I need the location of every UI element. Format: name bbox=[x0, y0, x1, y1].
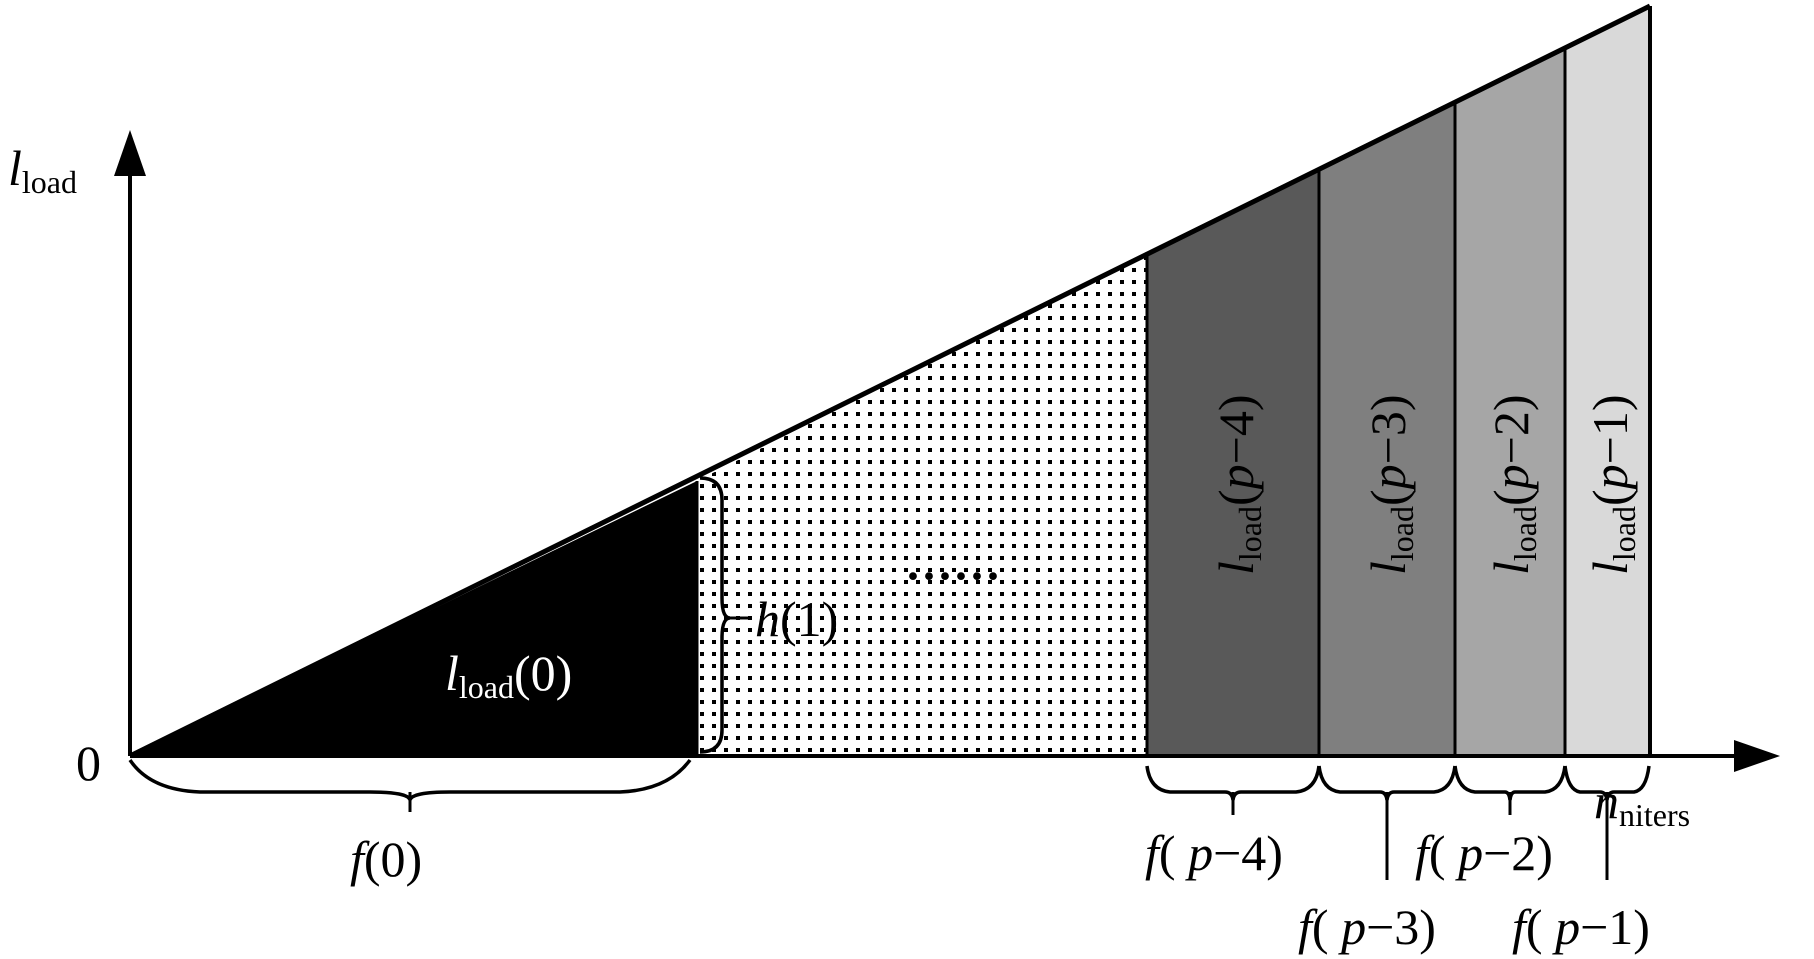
y-axis-label: lload bbox=[8, 140, 77, 200]
label-f0: f(0) bbox=[350, 831, 422, 887]
origin-label: 0 bbox=[76, 735, 101, 791]
label-fp2: f( p−2) bbox=[1415, 825, 1553, 881]
region-load-p2 bbox=[1455, 48, 1565, 756]
x-axis-label: nniters bbox=[1594, 773, 1690, 833]
region-load-p1 bbox=[1565, 6, 1650, 756]
region-dotted bbox=[697, 252, 1147, 756]
label-load-p3: lload(p−3) bbox=[1360, 394, 1420, 575]
label-fp3: f( p−3) bbox=[1298, 899, 1436, 955]
region-load-p3 bbox=[1319, 101, 1455, 756]
x-axis-arrow bbox=[1734, 740, 1780, 772]
region-load-p4 bbox=[1147, 168, 1319, 756]
load-line bbox=[128, 3, 1652, 759]
label-load-p2: lload(p−2) bbox=[1483, 394, 1543, 575]
label-load-p1: lload(p−1) bbox=[1582, 394, 1642, 575]
label-load-0: lload(0) bbox=[445, 645, 572, 705]
ellipsis: ······ bbox=[905, 550, 1001, 603]
label-fp1: f( p−1) bbox=[1512, 899, 1650, 955]
y-axis-arrow bbox=[114, 130, 146, 176]
label-fp4: f( p−4) bbox=[1145, 825, 1283, 881]
label-load-p4: lload(p−4) bbox=[1208, 394, 1268, 575]
label-h1: h(1) bbox=[755, 591, 838, 647]
